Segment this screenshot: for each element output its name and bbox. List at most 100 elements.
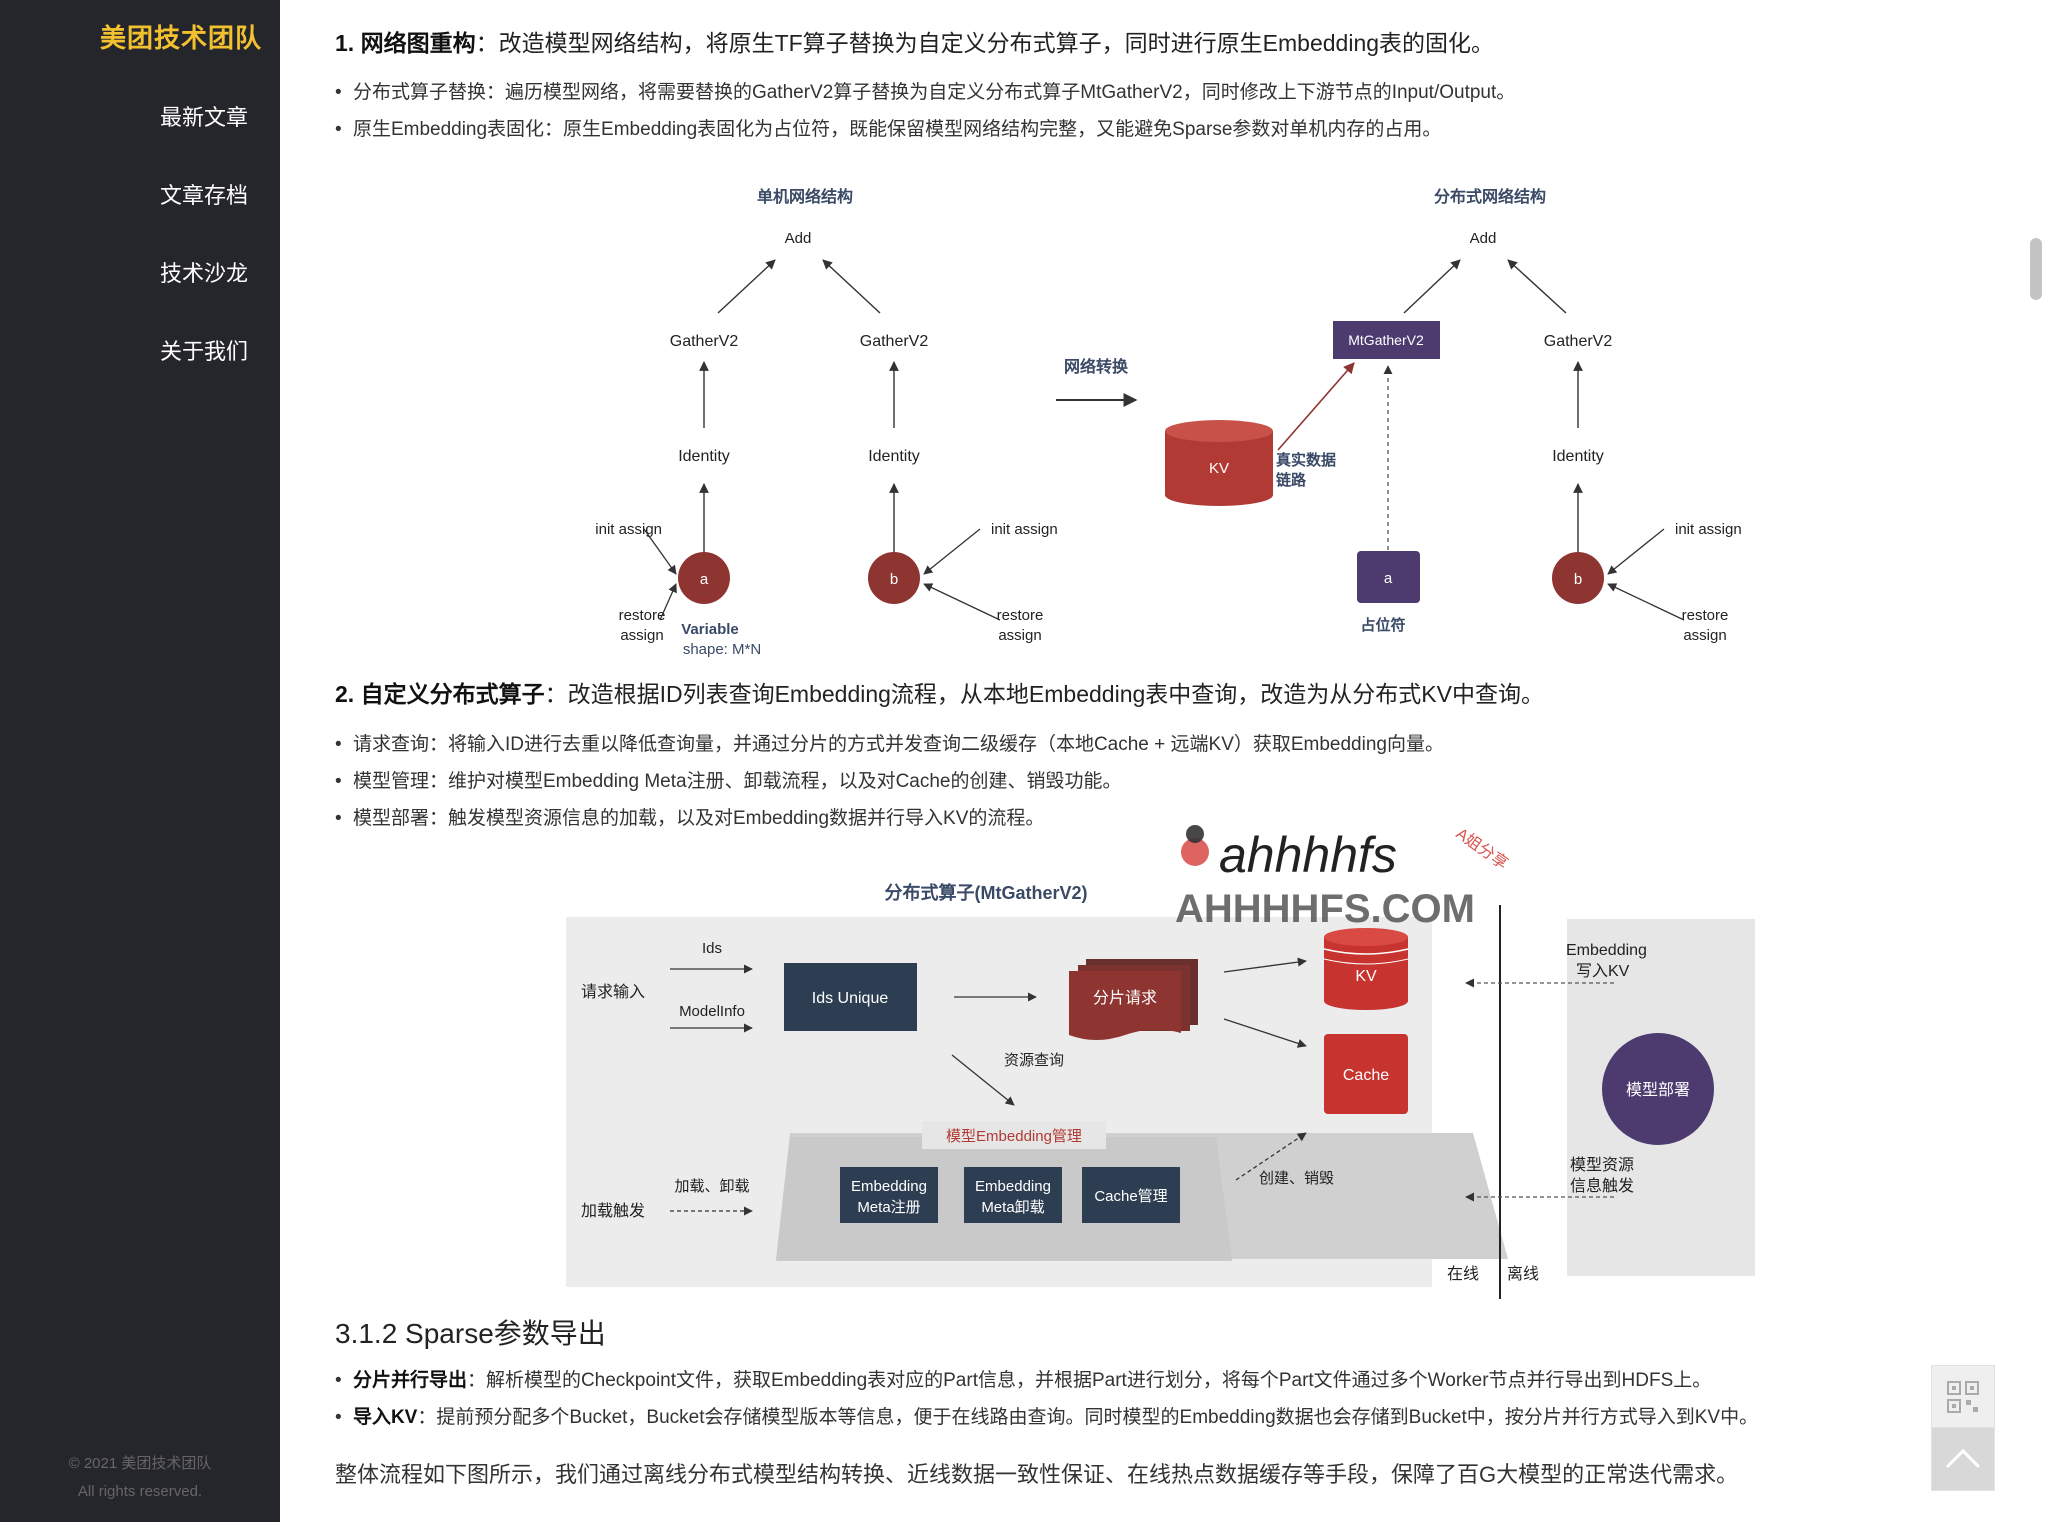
scrollbar-thumb[interactable]: [2030, 238, 2042, 300]
load-unload-label: 加载、卸载: [674, 1178, 749, 1195]
copyright-rights: All rights reserved.: [77, 1483, 203, 1500]
create-destroy-label: 创建、销毁: [1259, 1170, 1334, 1187]
operator-diagram-title: 分布式算子(MtGatherV2): [884, 882, 1087, 903]
right-structure-title: 分布式网络结构: [1434, 187, 1546, 206]
list-item: 分布式算子替换：遍历模型网络，将需要替换的GatherV2算子替换为自定义分布式…: [335, 74, 1515, 111]
section-2-desc: ：改造根据ID列表查询Embedding流程，从本地Embedding表中查询，…: [544, 681, 1544, 707]
qrcode-button[interactable]: [1931, 1365, 1995, 1429]
section-2-bullets: 请求查询：将输入ID进行去重以降低查询量，并通过分片的方式并发查询二级缓存（本地…: [335, 726, 1444, 837]
watermark-tag: A姐分享: [1453, 825, 1511, 873]
left-identity-b: Identity: [868, 448, 920, 465]
list-item: 模型部署：触发模型资源信息的加载，以及对Embedding数据并行导入KV的流程…: [335, 800, 1444, 837]
assign-label: assign: [998, 627, 1041, 644]
section-2-number: 2.: [335, 681, 355, 707]
section-1-heading: 1. 网络图重构：改造模型网络结构，将原生TF算子替换为自定义分布式算子，同时进…: [335, 24, 1494, 58]
sidebar-nav: 最新文章 文章存档 技术沙龙 关于我们: [160, 102, 248, 414]
list-item: 模型管理：维护对模型Embedding Meta注册、卸载流程，以及对Cache…: [335, 763, 1444, 800]
assign-label: assign: [620, 627, 663, 644]
init-assign-label: init assign: [991, 521, 1058, 538]
modelinfo-label: ModelInfo: [679, 1003, 745, 1020]
watermark: ahhhhfs A姐分享 AHHHHFS.COM: [1175, 825, 1511, 931]
online-label: 在线: [1447, 1265, 1479, 1283]
article-content: 1. 网络图重构：改造模型网络结构，将原生TF算子替换为自定义分布式算子，同时进…: [280, 0, 2016, 1522]
section-2-heading: 2. 自定义分布式算子：改造根据ID列表查询Embedding流程，从本地Emb…: [335, 675, 1544, 709]
bullet-bold: 导入KV: [352, 1407, 418, 1428]
left-identity-a: Identity: [678, 448, 730, 465]
right-add-node: Add: [1470, 230, 1497, 247]
section-1-bullets: 分布式算子替换：遍历模型网络，将需要替换的GatherV2算子替换为自定义分布式…: [335, 74, 1515, 148]
variable-node-b-right: [1552, 552, 1604, 604]
kv-cylinder-2: [1323, 928, 1409, 1010]
cache-mgmt-label: Cache管理: [1094, 1188, 1167, 1205]
model-resource-line2: 信息触发: [1570, 1177, 1634, 1195]
left-gatherv2-b: GatherV2: [860, 333, 929, 350]
variable-node-b: [868, 552, 920, 604]
cache-mgmt-box: [1082, 1167, 1180, 1223]
offline-label: 离线: [1507, 1265, 1539, 1283]
placeholder-a-label: a: [1384, 570, 1393, 587]
left-add-node: Add: [785, 230, 812, 247]
model-deploy-node: [1602, 1033, 1714, 1145]
qrcode-icon: [1947, 1381, 1979, 1413]
placeholder-node: [1357, 551, 1420, 603]
cache-label: Cache: [1343, 1067, 1389, 1084]
watermark-domain: AHHHHFS.COM: [1175, 887, 1475, 931]
list-item: 请求查询：将输入ID进行去重以降低查询量，并通过分片的方式并发查询二级缓存（本地…: [335, 726, 1444, 763]
back-to-top-button[interactable]: [1931, 1427, 1995, 1491]
section-1-desc: ：改造模型网络结构，将原生TF算子替换为自定义分布式算子，同时进行原生Embed…: [475, 30, 1495, 56]
section-2-title: 自定义分布式算子: [360, 681, 545, 707]
embedding-management-label: 模型Embedding管理: [946, 1128, 1082, 1145]
model-resource-line1: 模型资源: [1570, 1156, 1634, 1174]
nav-salon[interactable]: 技术沙龙: [159, 261, 248, 286]
mtgatherv2-node: [1333, 321, 1440, 359]
list-item: 导入KV：提前预分配多个Bucket，Bucket会存储模型版本等信息，便于在线…: [335, 1399, 1758, 1436]
watermark-text: ahhhhfs: [1219, 827, 1397, 883]
list-item: 分片并行导出：解析模型的Checkpoint文件，获取Embedding表对应的…: [335, 1362, 1758, 1399]
restore-label: restore: [997, 607, 1044, 624]
nav-latest[interactable]: 最新文章: [159, 105, 248, 130]
bullet-text: ：解析模型的Checkpoint文件，获取Embedding表对应的Part信息…: [466, 1370, 1712, 1391]
placeholder-label: 占位符: [1360, 616, 1405, 634]
meta-register-box: [840, 1167, 938, 1223]
network-structure-diagram: 单机网络结构 Add GatherV2 GatherV2 Identity Id…: [595, 187, 1742, 658]
bullet-bold: 分片并行导出: [352, 1370, 467, 1391]
ids-label: Ids: [702, 940, 722, 957]
variable-label: Variable: [681, 621, 739, 638]
model-deploy-label: 模型部署: [1626, 1081, 1690, 1099]
embedding-write-line2: 写入KV: [1576, 963, 1630, 980]
meta-unload-box: [964, 1167, 1062, 1223]
brand-logo[interactable]: 美团技术团队: [99, 23, 262, 53]
init-assign-label: init assign: [1675, 521, 1742, 538]
summary-paragraph: 整体流程如下图所示，我们通过离线分布式模型结构转换、近线数据一致性保证、在线热点…: [335, 1462, 1739, 1487]
kv-cylinder: [1165, 420, 1273, 506]
section-1-title: 网络图重构: [360, 30, 476, 56]
shard-request-stack: [1069, 959, 1198, 1040]
meta-unload-line1: Embedding: [975, 1178, 1051, 1195]
right-gatherv2: GatherV2: [1544, 333, 1613, 350]
sidebar: 美团技术团队 最新文章 文章存档 技术沙龙 关于我们 © 2021 美团技术团队…: [0, 0, 280, 1522]
kv-label: KV: [1209, 460, 1229, 477]
bullet-text: ：提前预分配多个Bucket，Bucket会存储模型版本等信息，便于在线路由查询…: [417, 1407, 1759, 1428]
section-3-title: 3.1.2 Sparse参数导出: [335, 1318, 606, 1349]
distributed-operator-diagram: 分布式算子(MtGatherV2) 请求输入 Ids ModelInfo Ids…: [566, 882, 1755, 1299]
right-identity: Identity: [1552, 448, 1604, 465]
variable-shape-label: shape: M*N: [683, 641, 761, 658]
restore-label: restore: [619, 607, 666, 624]
left-structure-title: 单机网络结构: [757, 187, 853, 206]
ids-unique-box: [784, 963, 917, 1031]
mtgatherv2-label: MtGatherV2: [1348, 332, 1424, 348]
nav-archive[interactable]: 文章存档: [159, 183, 248, 208]
request-input-label: 请求输入: [581, 983, 645, 1001]
shard-request-label: 分片请求: [1093, 989, 1157, 1007]
nav-about[interactable]: 关于我们: [159, 339, 248, 364]
variable-node-a: [678, 552, 730, 604]
chevron-up-icon: [1945, 1448, 1981, 1469]
real-data-link-label: 链路: [1276, 471, 1307, 489]
embedding-write-line1: Embedding: [1566, 942, 1647, 959]
cache-box: [1324, 1034, 1408, 1114]
node-b-label: b: [890, 571, 898, 588]
meta-register-line2: Meta注册: [857, 1199, 920, 1216]
scrollbar[interactable]: [2016, 0, 2048, 1522]
node-a-label: a: [700, 571, 709, 588]
restore-label: restore: [1682, 607, 1729, 624]
